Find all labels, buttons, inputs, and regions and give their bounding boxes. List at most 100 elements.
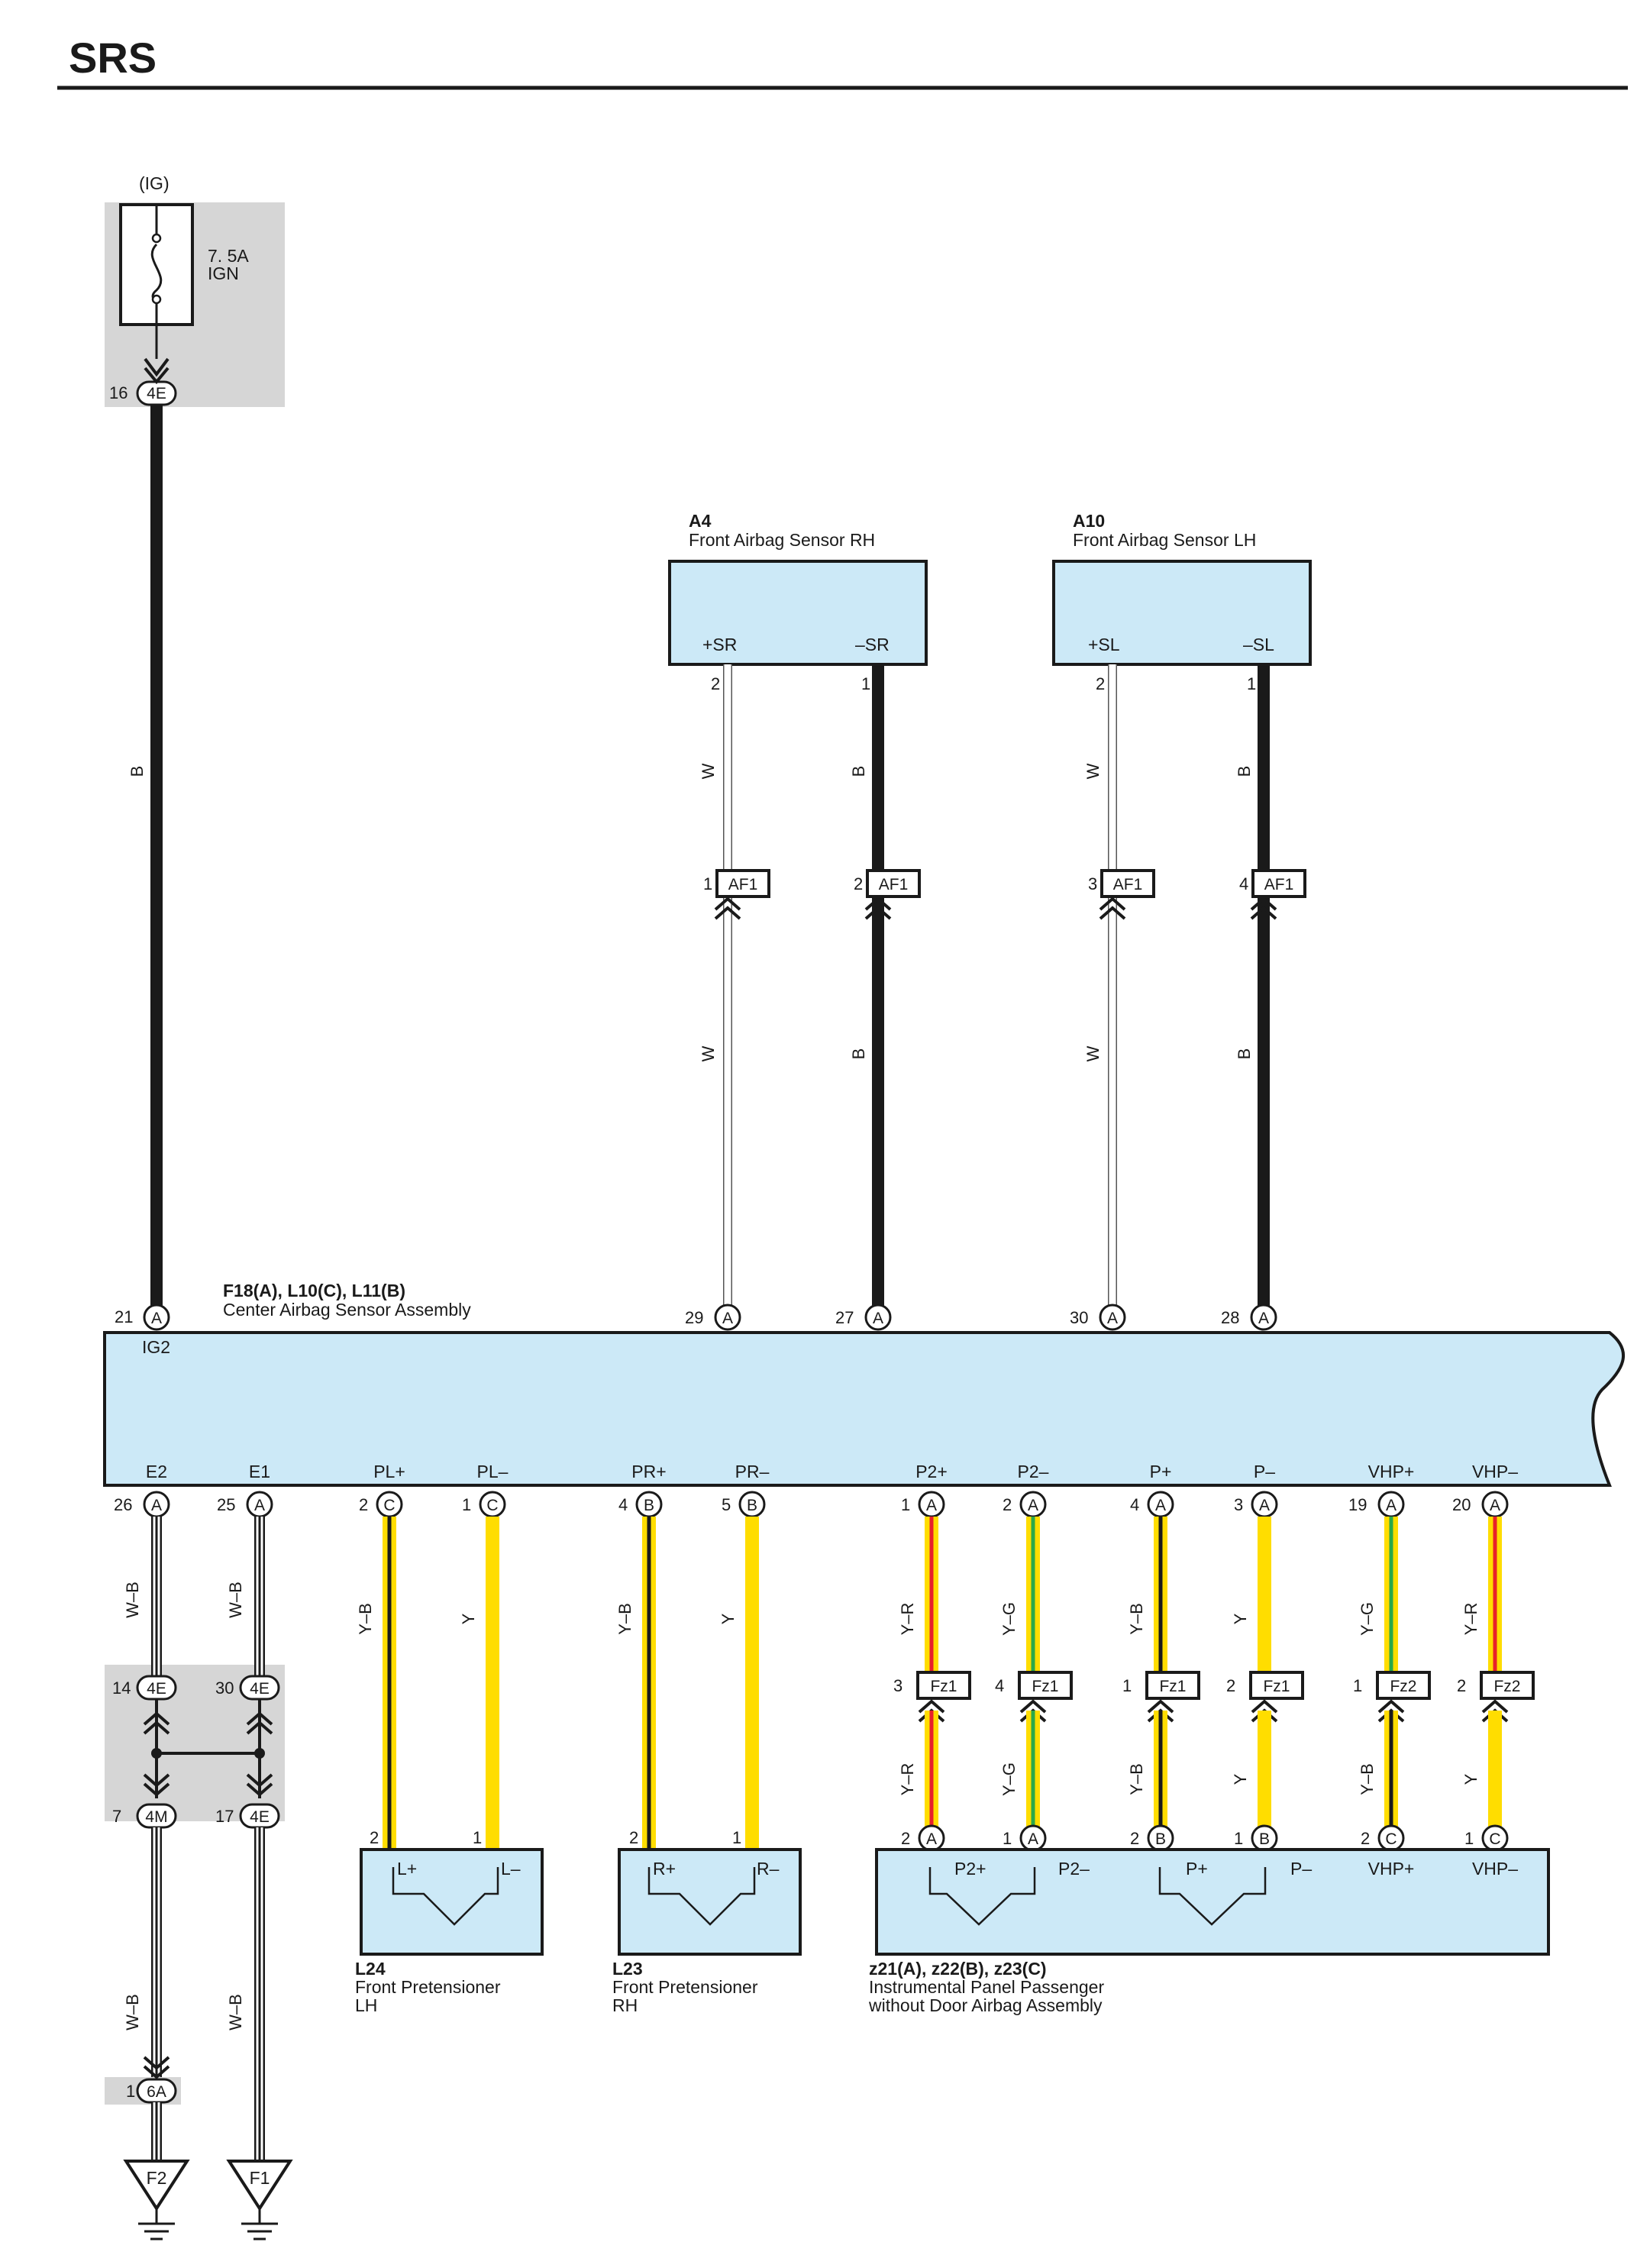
passenger-wire-color-upper: Y–G (1358, 1602, 1377, 1636)
fuse-circuit-label: (IG) (139, 173, 170, 193)
fz-connector (1249, 1671, 1304, 1700)
sensor-rh-minus: –SR (855, 635, 890, 654)
ground-6a-arrow-icon (143, 2056, 170, 2079)
ecu-bottom-pin: 3 (1234, 1495, 1243, 1514)
passenger-airbag-name: Instrumental Panel Passenger (869, 1977, 1104, 1997)
passenger-wire-color-lower: Y (1231, 1773, 1250, 1785)
ecu-upper-connector (864, 1304, 892, 1331)
passenger-wire-color-lower: Y–B (1127, 1763, 1146, 1795)
ecu-bottom-term: P2+ (915, 1462, 948, 1481)
ecu-upper-connector (714, 1304, 741, 1331)
fz-connector (1018, 1671, 1073, 1700)
af-connector-label: AF1 (728, 876, 758, 893)
ground-junction-connector-label: 4M (145, 1808, 167, 1826)
fz-pin: 2 (1457, 1676, 1466, 1695)
sensor-rh-box (668, 560, 928, 666)
pretensioner-lh-minus: L– (501, 1859, 521, 1879)
ecu-upper-connector (1099, 1304, 1126, 1331)
ecu-bottom-pin: 4 (1130, 1495, 1139, 1514)
pretensioner-wire-color: Y–B (356, 1603, 375, 1635)
sensor-rh-code: A4 (689, 511, 712, 531)
sensor-lh-box (1052, 560, 1312, 666)
ecu-bottom-pin: 1 (462, 1495, 471, 1514)
pretensioner-lh-box (360, 1848, 544, 1956)
passenger-airbag-pin: 2 (901, 1829, 910, 1848)
passenger-airbag-term: VHP– (1472, 1859, 1518, 1879)
upper-wire-color-bottom: W (1083, 1045, 1103, 1061)
ecu-bottom-term: PR– (735, 1462, 770, 1481)
sensor-rh-name: Front Airbag Sensor RH (689, 530, 875, 550)
af-connector (1251, 869, 1306, 898)
ground-junction-connector-label: 4E (250, 1808, 270, 1826)
ground-junction-connector-label: 4E (250, 1680, 270, 1698)
passenger-airbag-stage2-symbol (1158, 1867, 1267, 1926)
passenger-airbag-connector-label: B (1259, 1830, 1270, 1848)
passenger-wire-color-upper: Y–R (898, 1603, 917, 1636)
fz-connector (916, 1671, 971, 1700)
pretensioner-rh-name: Front Pretensioner (612, 1977, 758, 1997)
af-pin: 1 (703, 874, 712, 893)
ground-point-label: F1 (250, 2168, 270, 2188)
passenger-airbag-term: P2+ (954, 1859, 986, 1879)
fuse-terminal-arrow-icon (144, 357, 170, 385)
ecu-bottom-pin: 26 (114, 1495, 132, 1514)
pretensioner-lh-symbol (392, 1867, 499, 1926)
ecu-upper-pin: 28 (1221, 1308, 1239, 1327)
passenger-airbag-code: z21(A), z22(B), z23(C) (869, 1959, 1047, 1979)
pretensioner-pin: 2 (629, 1828, 638, 1847)
ecu-bottom-term: P+ (1150, 1462, 1172, 1481)
fz-pin: 3 (893, 1676, 902, 1695)
fz-connector (1145, 1671, 1200, 1700)
pretensioner-rh-symbol (647, 1867, 756, 1926)
passenger-airbag-connector-label: C (1489, 1830, 1500, 1848)
ecu-bottom-connector-label: A (926, 1497, 937, 1514)
upper-wire-color-top: W (699, 763, 718, 779)
ecu-bottom-connector-label: B (644, 1497, 654, 1514)
ecu-bottom-term: E1 (249, 1462, 270, 1481)
upper-wire-color-bottom: B (1235, 1048, 1254, 1060)
ecu-bottom-connector-label: B (747, 1497, 757, 1514)
ecu-box (103, 1331, 1625, 1487)
ecu-bottom-pin: 25 (217, 1495, 235, 1514)
af-connector-label: AF1 (1113, 876, 1143, 893)
pretensioner-rh-plus: R+ (653, 1859, 676, 1879)
pretensioner-lh-code: L24 (355, 1959, 386, 1979)
pretensioner-pin: 2 (370, 1828, 379, 1847)
sensor-pin: 1 (861, 674, 870, 693)
passenger-airbag-connector-label: B (1155, 1830, 1166, 1848)
passenger-airbag-connector-label: A (926, 1830, 937, 1848)
fz-pin: 4 (995, 1676, 1004, 1695)
passenger-wire-color-upper: Y (1231, 1613, 1250, 1624)
passenger-wire-color-upper: Y–R (1461, 1603, 1480, 1636)
passenger-wire-color-lower: Y–G (999, 1762, 1019, 1796)
pretensioner-rh-box (618, 1848, 802, 1956)
pretensioner-pin: 1 (473, 1828, 482, 1847)
af-terminal-arrow-icon (864, 897, 892, 920)
ecu-upper-connector-label: A (1258, 1310, 1269, 1327)
sensor-lh-name: Front Airbag Sensor LH (1073, 530, 1256, 550)
af-connector-label: AF1 (1264, 876, 1294, 893)
ecu-upper-pin: 27 (835, 1308, 854, 1327)
pretensioner-lh-name: Front Pretensioner (355, 1977, 501, 1997)
af-connector (866, 869, 921, 898)
ecu-bottom-pin: 1 (901, 1495, 910, 1514)
af-connector (1100, 869, 1155, 898)
ig-wire-color: B (128, 766, 147, 777)
fz-pin: 1 (1122, 1676, 1132, 1695)
ground-junction-connector-label: 4E (147, 1680, 166, 1698)
pretensioner-rh-minus: R– (757, 1859, 780, 1879)
fz-connector-label: Fz2 (1493, 1678, 1520, 1695)
pretensioner-wire-color: Y (718, 1613, 738, 1624)
ecu-upper-connector (1250, 1304, 1277, 1331)
passenger-airbag-connector-label: A (1028, 1830, 1038, 1848)
fuse-name: IGN (208, 263, 239, 283)
pretensioner-wire-color: Y–B (615, 1603, 634, 1635)
af-terminal-arrow-icon (1099, 897, 1126, 920)
ground-6a-connector-label: 6A (147, 2083, 166, 2101)
ecu-upper-pin: 30 (1070, 1308, 1088, 1327)
ecu-bottom-connector-label: A (1028, 1497, 1038, 1514)
fz-connector-label: Fz1 (1032, 1678, 1058, 1695)
ig-ecu-term: IG2 (142, 1337, 170, 1357)
sensor-rh-plus: +SR (702, 635, 737, 654)
